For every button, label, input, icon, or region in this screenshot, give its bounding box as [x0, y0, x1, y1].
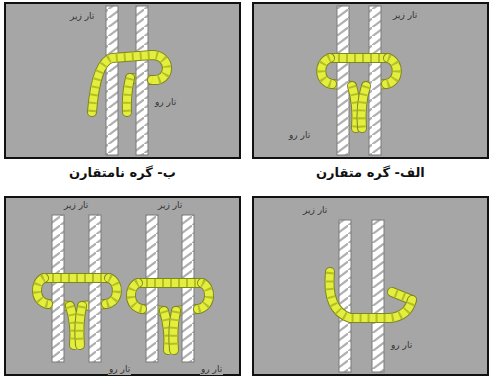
warp-label: تار رو [200, 364, 223, 375]
warp-label: تار زیر [157, 200, 183, 211]
panel [5, 3, 240, 158]
warp-label: تار زیر [392, 10, 418, 21]
panel [5, 197, 240, 375]
panel [253, 197, 488, 375]
warp-label: تار زیر [69, 11, 95, 22]
warp-label: تار رو [288, 130, 311, 141]
warp-label: تار زیر [63, 200, 89, 211]
warp-label: تار زیر [302, 205, 328, 216]
yarn-front [37, 55, 412, 350]
figure-caption: الف- گره متقارن [316, 165, 425, 181]
warp-label: تار رو [390, 340, 413, 351]
warp-label: تار رو [108, 364, 131, 375]
panel [253, 3, 488, 158]
figure-caption: ب- گره نامتقارن [69, 165, 176, 181]
warp-label: تار رو [154, 97, 177, 108]
